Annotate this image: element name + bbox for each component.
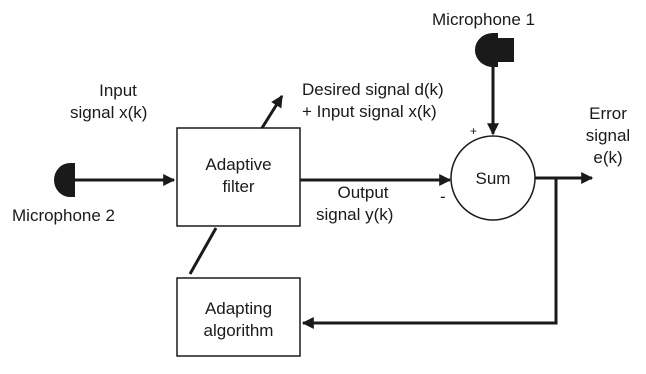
input-signal-label-line1: Input <box>99 81 137 100</box>
adaptive-filter-label-line1: Adaptive <box>205 155 272 174</box>
microphone-1-label: Microphone 1 <box>432 10 536 29</box>
input-signal-label-line2: signal x(k) <box>70 103 148 122</box>
microphone-2-label: Microphone 2 <box>12 206 116 225</box>
output-signal-label-line2: signal y(k) <box>316 205 394 224</box>
plus-sign: + <box>470 124 478 138</box>
adaptation-line-lower <box>188 227 218 275</box>
output-signal-label-line1: Output <box>337 183 389 202</box>
sum-label: Sum <box>475 169 511 188</box>
microphone-2-icon <box>54 163 75 197</box>
adapting-algorithm-box <box>176 277 301 357</box>
error-signal-label-line1: Error <box>589 104 627 123</box>
adapting-algorithm-label-line2: algorithm <box>203 321 274 340</box>
adapting-algorithm-label-line1: Adapting <box>204 299 273 318</box>
minus-sign: - <box>440 187 446 206</box>
adaptive-filter-box <box>176 127 301 227</box>
adaptation-line-upper <box>260 94 284 129</box>
microphone-1-icon <box>474 33 514 67</box>
adaptive-filter-label-line2: filter <box>222 177 255 196</box>
error-signal-label-line3: e(k) <box>593 148 623 167</box>
error-signal-label-line2: signal <box>585 126 631 145</box>
desired-signal-label-line2: + Input signal x(k) <box>302 102 437 121</box>
feedback-path <box>306 178 558 325</box>
desired-signal-label-line1: Desired signal d(k) <box>302 80 444 99</box>
